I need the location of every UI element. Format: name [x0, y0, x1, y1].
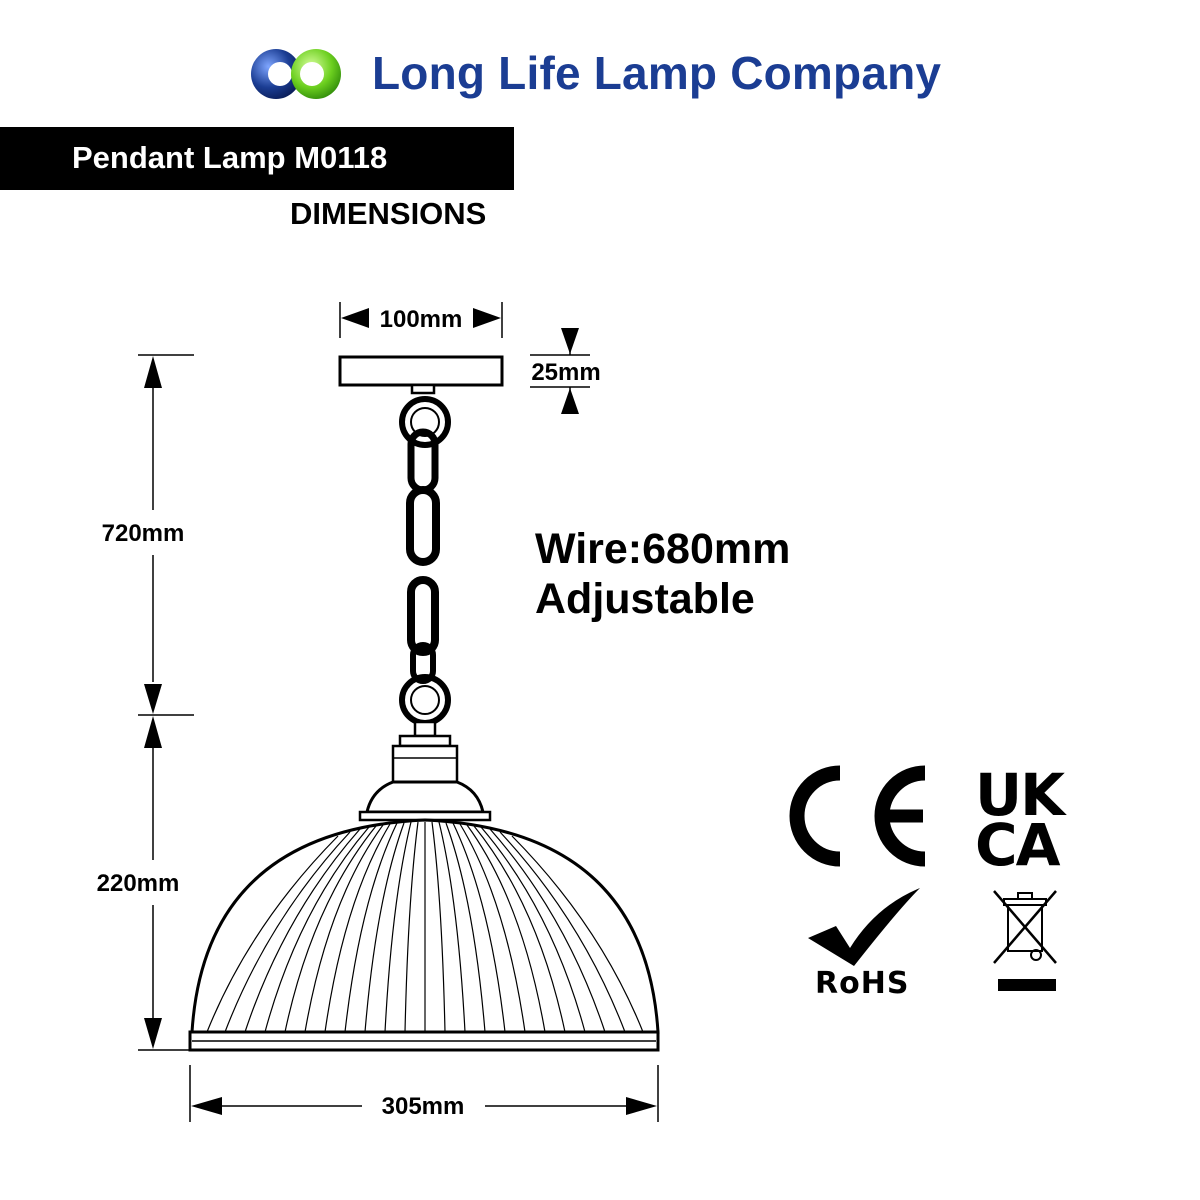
wire-length: Wire:680mm: [535, 525, 791, 573]
ukca-mark: UK CA: [975, 761, 1065, 879]
wire-note: Wire:680mm Adjustable: [535, 524, 790, 624]
ukca-line-1: UK: [975, 761, 1065, 829]
canopy-height-label: 25mm: [531, 359, 600, 386]
rohs-label: RoHS: [815, 966, 910, 1001]
ce-mark-icon: [789, 765, 926, 867]
shade-diameter-label: 305mm: [382, 1093, 465, 1120]
rohs-check-icon: [808, 888, 920, 966]
wire-adjustable: Adjustable: [535, 575, 755, 623]
weee-bin-icon: [993, 890, 1057, 991]
company-logo-icon: [251, 49, 341, 99]
canopy-width-label: 100mm: [380, 306, 463, 333]
ukca-line-2: CA: [975, 811, 1060, 879]
suspension-height-label: 720mm: [102, 520, 185, 547]
product-title: Pendant Lamp M0118: [72, 140, 388, 175]
dimensions-heading: DIMENSIONS: [290, 196, 487, 231]
shade-height-label: 220mm: [97, 870, 180, 897]
header: Long Life Lamp Company: [0, 0, 1200, 120]
title-bar: [0, 127, 514, 190]
lamp-illustration: [188, 355, 660, 1052]
company-name: Long Life Lamp Company: [372, 47, 942, 99]
